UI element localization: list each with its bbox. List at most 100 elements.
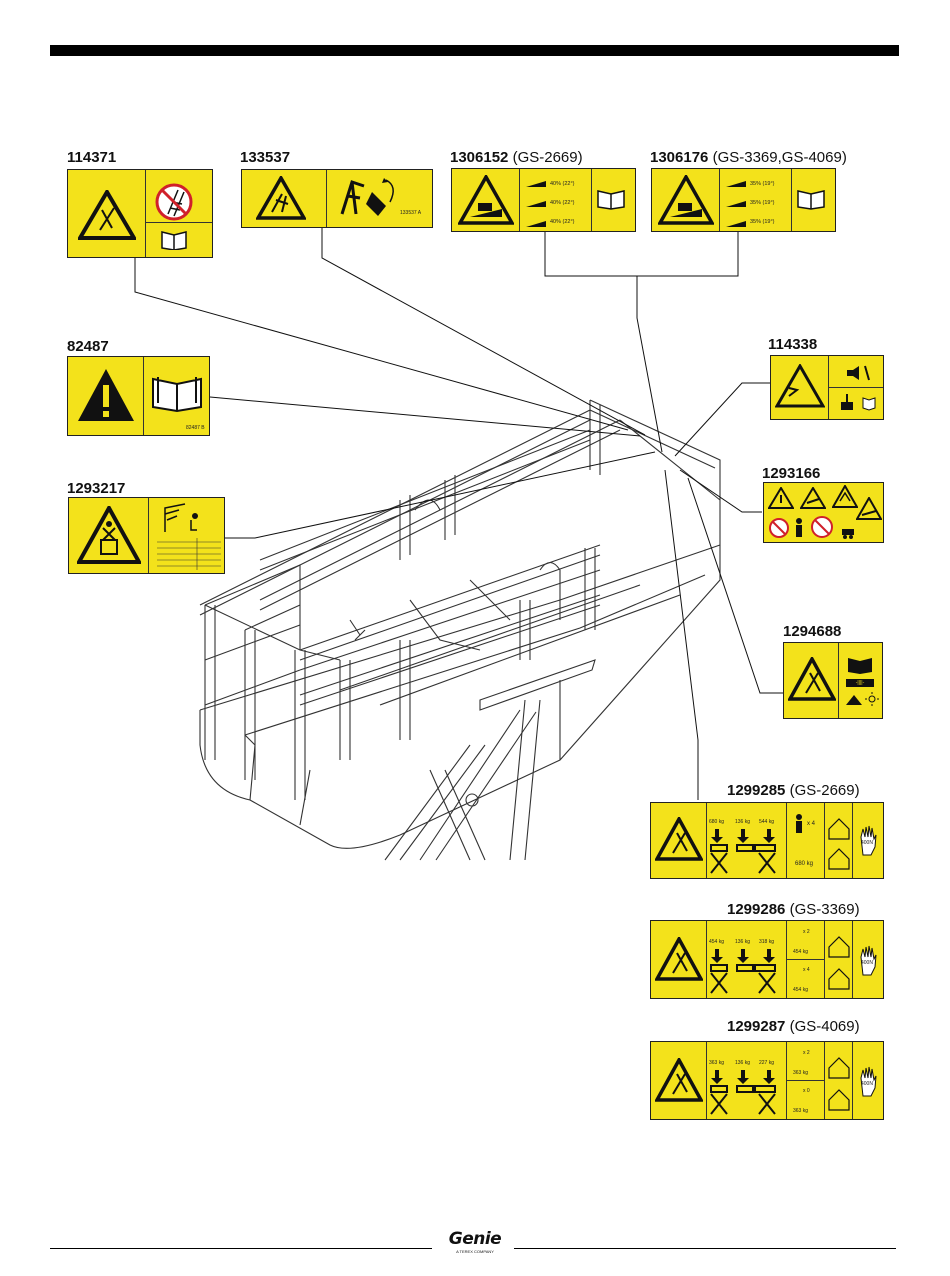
- warning-triangle-icon: [77, 506, 141, 564]
- total-load: 363 kg: [793, 1108, 809, 1114]
- decal-label-1306152: 1306152 (GS-2669): [450, 149, 583, 166]
- scissor-load-icons: [710, 829, 776, 874]
- person-count: x 0: [803, 1088, 810, 1094]
- footer-rule-right: [514, 1248, 896, 1249]
- slope-angle-text: 35% (19°): [750, 181, 775, 187]
- slope-angle-text: 40% (22°): [550, 181, 575, 187]
- slope-angle-text: 40% (22°): [550, 200, 575, 206]
- indoor-outdoor-icon: [828, 1057, 850, 1111]
- slope-machine-icons: [526, 181, 546, 227]
- manual-book-icon: [152, 377, 202, 413]
- warning-triangle-icon: [768, 487, 794, 509]
- decal-1306152: 40% (22°) 40% (22°) 40% (22°): [451, 168, 636, 232]
- warning-triangle-icon: [78, 190, 136, 240]
- warning-triangle-icon: [655, 937, 703, 981]
- slope-machine-icons: [726, 181, 746, 227]
- load-value: 136 kg: [735, 819, 751, 825]
- warning-triangle-icon: [775, 364, 825, 408]
- decal-114338: [770, 355, 884, 420]
- decal-1299286: 454 kg 136 kg 318 kg x 2 454 kg x 4 454 …: [650, 920, 884, 999]
- manual-book-icon: [161, 231, 187, 250]
- person-icon: [796, 814, 802, 833]
- load-value: 318 kg: [759, 939, 775, 945]
- decal-label-82487: 82487: [67, 338, 109, 355]
- exclamation-warning-icon: [78, 369, 134, 421]
- logo-mark: Genie: [448, 1229, 502, 1249]
- load-value: 363 kg: [709, 1060, 725, 1066]
- decal-label-114338: 114338: [768, 336, 818, 353]
- load-value: 136 kg: [735, 939, 751, 945]
- logo-subtext: A TEREX COMPANY: [456, 1249, 494, 1254]
- person-count: x 2: [803, 929, 810, 935]
- total-load: 363 kg: [793, 1070, 809, 1076]
- decal-label-133537: 133537: [240, 149, 291, 166]
- header-rule: [50, 45, 899, 56]
- hand-force-text: 400N: [861, 1081, 873, 1087]
- decal-label-1299285: 1299285 (GS-2669): [727, 782, 860, 799]
- person-count: x 4: [803, 967, 810, 973]
- warning-triangle-icon: [832, 485, 858, 508]
- scissor-arms: [384, 699, 541, 861]
- load-value: 680 kg: [709, 819, 725, 825]
- decal-1293166: [763, 482, 884, 543]
- decal-1293217: [68, 497, 225, 574]
- person-count: x 4: [807, 821, 816, 827]
- total-load: 680 kg: [795, 861, 814, 867]
- decal-label-1294688: 1294688: [783, 623, 842, 640]
- decal-114371: [67, 169, 213, 258]
- prohibition-icon: [769, 518, 789, 538]
- manual-book-icon: [848, 658, 872, 674]
- alarm-icon: [847, 365, 870, 381]
- decal-label-1306176: 1306176 (GS-3369,GS-4069): [650, 149, 847, 166]
- hand-force-icon: [860, 1066, 877, 1097]
- total-load: 454 kg: [793, 949, 809, 955]
- load-value: 136 kg: [735, 1060, 751, 1066]
- load-table: [157, 538, 221, 570]
- slope-angle-text: 35% (19°): [750, 200, 775, 206]
- tip-over-icon: [340, 178, 394, 216]
- prohibition-icon: [811, 516, 833, 538]
- crane-lift-icon: [164, 503, 198, 532]
- warning-triangle-icon: [655, 817, 703, 861]
- total-load: 454 kg: [793, 987, 809, 993]
- decal-label-114371: 114371: [67, 149, 117, 166]
- indoor-outdoor-icon: [828, 936, 850, 990]
- hand-force-icon: [860, 945, 877, 976]
- decal-label-1299286: 1299286 (GS-3369): [727, 901, 860, 918]
- decal-1299287: 363 kg 136 kg 227 kg x 2 363 kg x 0 363 …: [650, 1041, 884, 1120]
- slope-angle-text: 40% (22°): [550, 219, 575, 225]
- no-ladder-icon: [155, 183, 193, 221]
- brand-logo: Genie A TEREX COMPANY: [440, 1229, 510, 1255]
- person-count: x 2: [803, 1050, 810, 1056]
- scissor-load-icons: [710, 949, 776, 994]
- manual-book-icon: [597, 190, 625, 210]
- slope-warning-icon: [458, 175, 514, 225]
- footer-rule-left: [50, 1248, 432, 1249]
- decal-label-1293217: 1293217: [67, 480, 126, 497]
- decal-82487: 82487 B: [67, 356, 210, 436]
- sun-icon: [846, 692, 879, 706]
- warning-triangle-icon: [856, 497, 882, 520]
- scissor-load-icons: [710, 1070, 776, 1115]
- warning-triangle-icon: [655, 1058, 703, 1102]
- decal-code: 82487 B: [186, 425, 205, 431]
- charge-badge: -||||-: [846, 679, 874, 687]
- load-value: 544 kg: [759, 819, 775, 825]
- slope-warning-icon: [658, 175, 714, 225]
- slope-angle-text: 35% (19°): [750, 219, 775, 225]
- decal-1306176: 35% (19°) 35% (19°) 35% (19°): [651, 168, 836, 232]
- hand-force-icon: [860, 825, 877, 856]
- manual-book-icon: [797, 190, 825, 210]
- decal-1294688: -||||-: [783, 642, 883, 719]
- decal-1299285: 680 kg 136 kg 544 kg x 4 680 kg 400N: [650, 802, 884, 879]
- decal-label-1293166: 1293166: [762, 465, 821, 482]
- indoor-outdoor-icon: [828, 818, 850, 870]
- load-value: 227 kg: [759, 1060, 775, 1066]
- warning-triangle-icon: [256, 176, 306, 220]
- person-icon: [796, 518, 802, 537]
- hand-force-text: 400N: [861, 840, 873, 846]
- decal-label-1299287: 1299287 (GS-4069): [727, 1018, 860, 1035]
- decal-133537: 133537 A: [241, 169, 433, 228]
- warning-triangle-icon: [800, 487, 826, 509]
